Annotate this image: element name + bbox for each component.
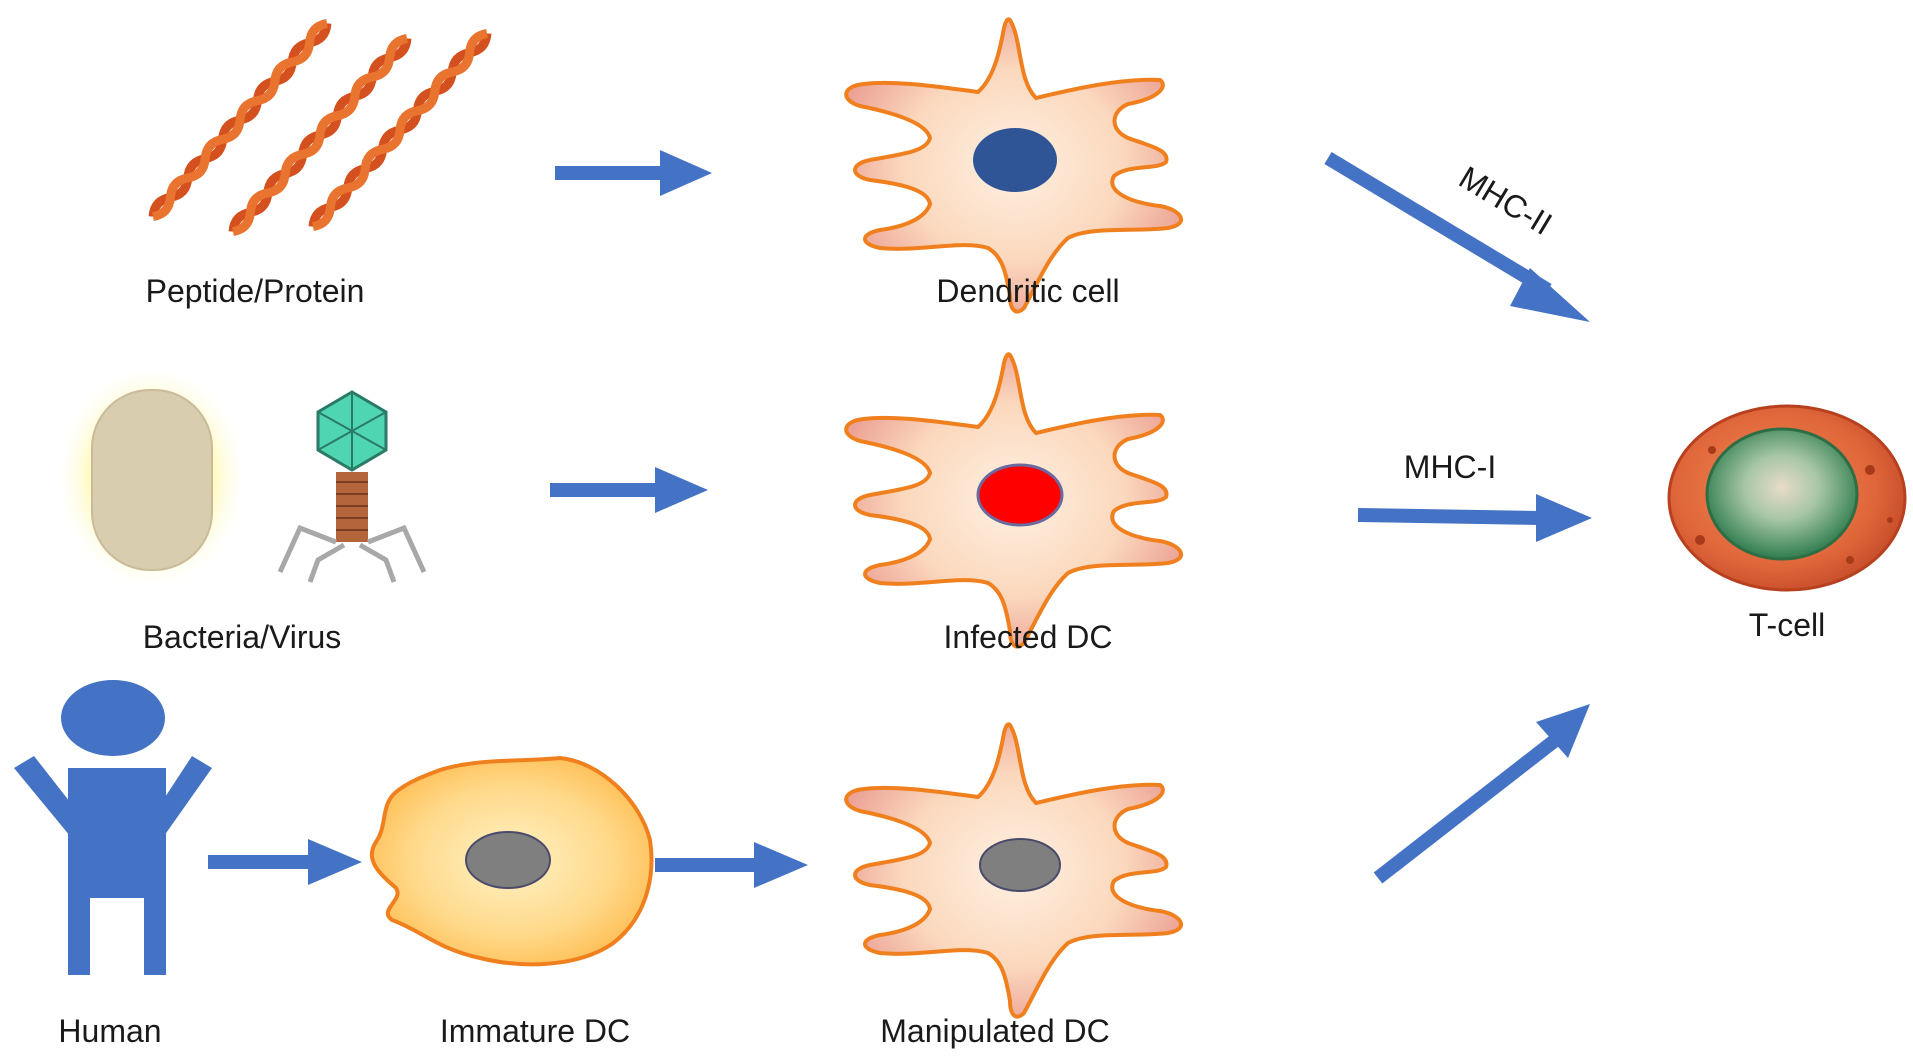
immature-dc-label: Immature DC <box>440 1013 630 1049</box>
infected-dc <box>844 352 1184 649</box>
virus-icon <box>277 390 427 583</box>
arrow-mhc2-to-tcell <box>1324 151 1590 322</box>
immature-dc-nucleus <box>465 831 551 889</box>
dendritic-cell <box>844 17 1184 314</box>
manipulated-dc-nucleus <box>979 838 1061 892</box>
arrow-immature-to-manipulated <box>655 842 808 888</box>
infected-dc-label: Infected DC <box>944 619 1113 655</box>
immature-dc <box>369 755 654 967</box>
dendritic-cell-label: Dendritic cell <box>936 273 1119 309</box>
mhc2-label: MHC-II <box>1453 159 1558 242</box>
t-cell-nucleus <box>1705 427 1859 561</box>
bacteria-virus-label: Bacteria/Virus <box>143 619 342 655</box>
arrow-peptide-to-dc <box>555 150 712 196</box>
peptide-protein-icon <box>148 18 490 235</box>
arrow-human-to-immature <box>208 839 362 885</box>
arrow-bacteria-to-dc <box>550 467 708 513</box>
infected-dc-nucleus <box>976 463 1064 527</box>
dendritic-cell-nucleus <box>973 128 1057 192</box>
human-icon <box>14 680 212 975</box>
mhc1-label: MHC-I <box>1404 449 1496 485</box>
manipulated-dc-label: Manipulated DC <box>880 1013 1109 1049</box>
t-cell-label: T-cell <box>1749 607 1825 643</box>
arrow-manipulated-to-tcell <box>1373 704 1590 884</box>
t-cell <box>1667 404 1907 592</box>
arrow-mhc1-to-tcell <box>1357 494 1592 542</box>
peptide-protein-label: Peptide/Protein <box>146 273 365 309</box>
bacteria-icon <box>62 372 242 582</box>
human-label: Human <box>58 1013 161 1049</box>
manipulated-dc <box>844 722 1184 1019</box>
